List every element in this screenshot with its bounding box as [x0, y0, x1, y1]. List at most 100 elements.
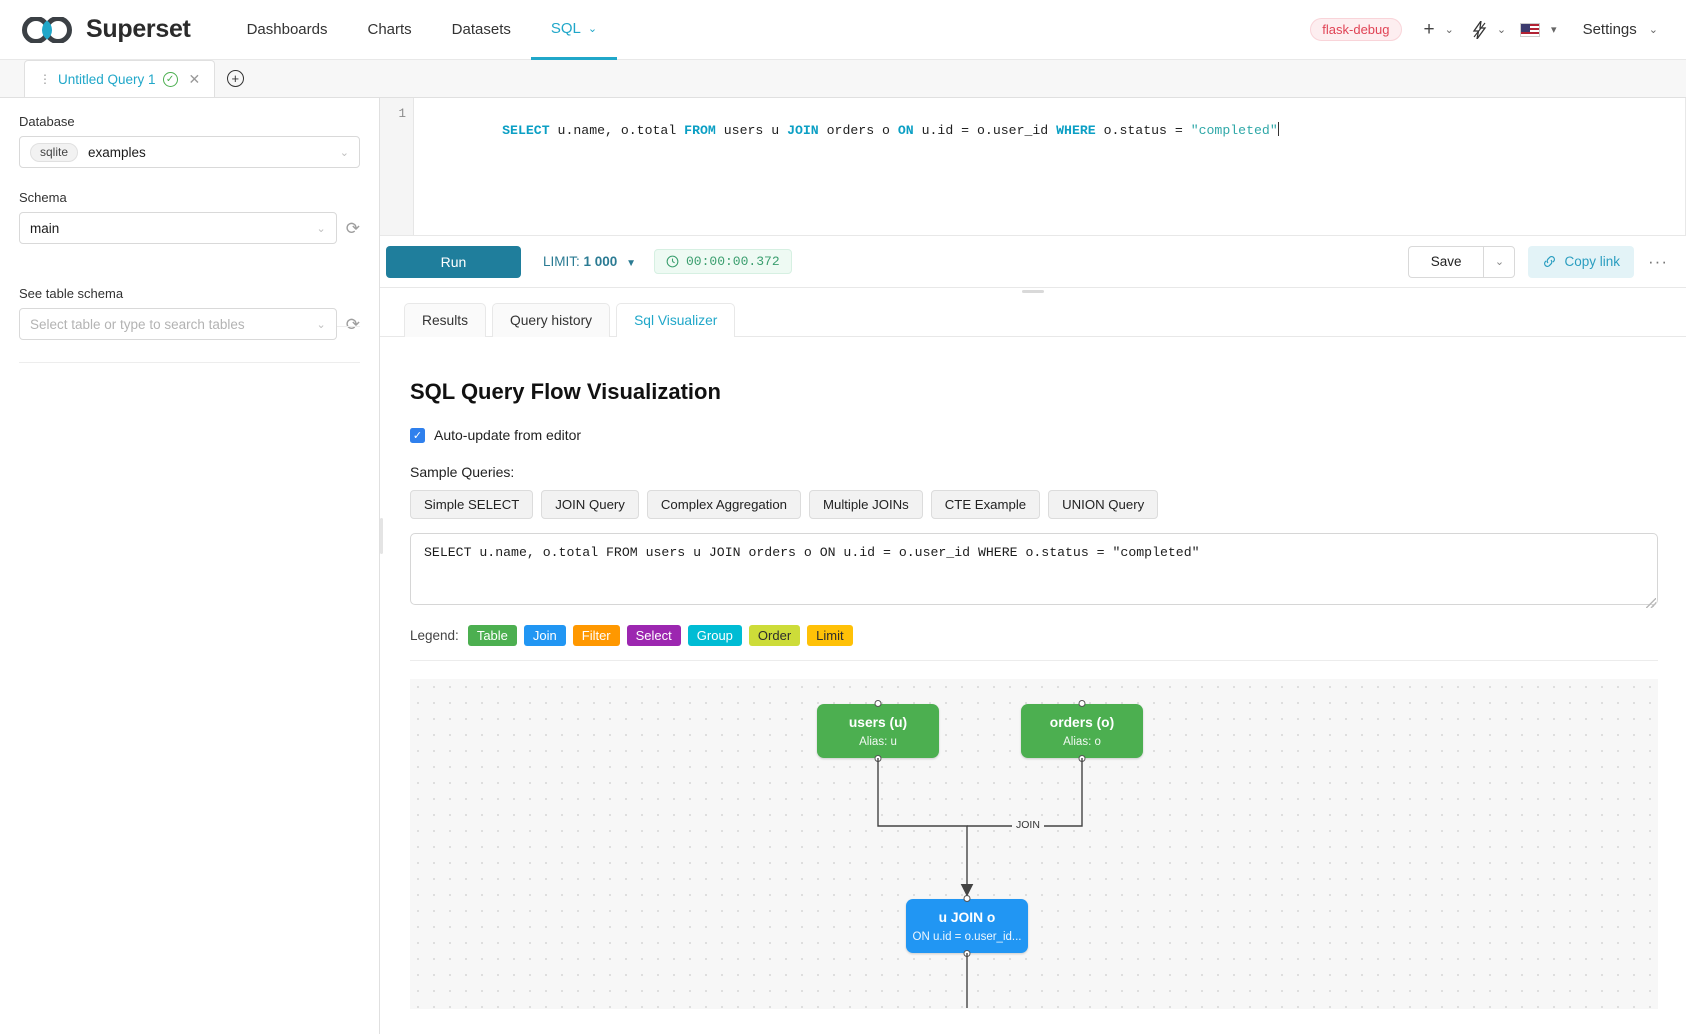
code-token: u.id = o.user_id — [913, 123, 1057, 138]
sample-query-button-5[interactable]: UNION Query — [1048, 490, 1159, 519]
brand-logo-area[interactable]: Superset — [0, 15, 191, 44]
copy-link-button[interactable]: Copy link — [1528, 245, 1635, 278]
bolt-chevron-down-icon[interactable]: ⌄ — [1496, 24, 1507, 36]
plus-chevron-down-icon[interactable]: ⌄ — [1444, 24, 1454, 36]
drag-handle-icon[interactable]: ⋮ — [39, 72, 51, 86]
schema-select[interactable]: main ⌄ — [19, 212, 337, 244]
query-tab-untitled-query-1[interactable]: ⋮ Untitled Query 1 ✓ ✕ — [24, 60, 216, 97]
sql-textarea-wrap — [410, 519, 1658, 610]
editor-resize-handle[interactable] — [1022, 290, 1044, 293]
nav-link-dashboards[interactable]: Dashboards — [246, 21, 328, 38]
schema-label: Schema — [19, 190, 67, 205]
editor-toolbar: Run LIMIT: 1 000 ▼ 00:00:00.372 Save — [380, 236, 1686, 293]
chevron-down-icon: ▼ — [626, 258, 636, 269]
chevron-down-icon: ⌄ — [316, 222, 326, 235]
flow-node-users[interactable]: users (u) Alias: u — [817, 700, 939, 762]
node-handle-top[interactable] — [1078, 700, 1086, 707]
node-title: u JOIN o — [938, 909, 996, 925]
tab-sql-visualizer[interactable]: Sql Visualizer — [616, 303, 736, 337]
schema-value: main — [30, 220, 60, 236]
nav-link-datasets[interactable]: Datasets — [451, 21, 511, 38]
body-split: Database sqlite examples ⌄ Schema main ⌄… — [0, 98, 1686, 1034]
database-value: examples — [88, 144, 146, 160]
code-token: u.name, o.total — [549, 123, 685, 138]
code-token: WHERE — [1056, 123, 1096, 138]
node-title: orders (o) — [1049, 714, 1115, 730]
query-tab-bar: ⋮ Untitled Query 1 ✓ ✕ + — [0, 60, 1686, 98]
link-icon — [1544, 256, 1556, 267]
close-icon[interactable]: ✕ — [188, 70, 201, 87]
bolt-icon[interactable] — [1468, 20, 1491, 39]
more-options-icon[interactable]: ··· — [1648, 251, 1668, 271]
tab-results[interactable]: Results — [404, 303, 487, 337]
brand-text: Superset — [86, 15, 191, 43]
settings-menu[interactable]: Settings — [1582, 21, 1637, 38]
sql-editor[interactable]: 1 SELECT u.name, o.total FROM users u JO… — [380, 98, 1686, 236]
panel-resize-handle[interactable] — [380, 518, 383, 554]
database-label: Database — [19, 114, 75, 129]
save-button[interactable]: Save — [1407, 245, 1484, 278]
editor-gutter: 1 — [380, 98, 414, 235]
code-token: "completed" — [1190, 123, 1278, 138]
save-chevron-down-icon[interactable]: ⌄ — [1483, 245, 1516, 278]
node-title: users (u) — [848, 714, 908, 730]
textarea-resize-grip[interactable] — [1646, 598, 1656, 608]
run-button[interactable]: Run — [386, 245, 521, 278]
legend-badge-table: Table — [467, 625, 517, 646]
plus-icon[interactable]: + — [1423, 18, 1435, 40]
us-flag-icon[interactable] — [1520, 22, 1541, 37]
table-placeholder: Select table or type to search tables — [30, 316, 245, 332]
flask-debug-badge: flask-debug — [1310, 18, 1402, 41]
sample-query-button-1[interactable]: JOIN Query — [541, 490, 639, 519]
chevron-down-icon: ⌄ — [339, 146, 349, 159]
left-config-panel: Database sqlite examples ⌄ Schema main ⌄… — [0, 98, 383, 1034]
limit-dropdown[interactable]: LIMIT: 1 000 ▼ — [543, 254, 636, 269]
sample-queries-label: Sample Queries: — [410, 464, 515, 480]
query-timer: 00:00:00.372 — [654, 249, 792, 274]
superset-logo-icon — [22, 16, 72, 43]
lang-chevron-down-icon[interactable]: ▾ — [1551, 24, 1557, 36]
nav-link-charts[interactable]: Charts — [367, 21, 412, 38]
flow-edge — [877, 758, 974, 897]
refresh-schema-icon[interactable]: ⟳ — [345, 218, 360, 238]
auto-update-label: Auto-update from editor — [434, 427, 582, 443]
legend-badge-join: Join — [523, 625, 566, 646]
editor-code-line[interactable]: SELECT u.name, o.total FROM users u JOIN… — [414, 98, 1685, 235]
sample-query-button-4[interactable]: CTE Example — [930, 490, 1041, 519]
code-token: o.status = — [1095, 123, 1191, 138]
legend-label: Legend: — [410, 628, 459, 643]
code-token: FROM — [684, 123, 716, 138]
auto-update-checkbox[interactable]: ✓ — [410, 427, 425, 443]
result-tab-bar: Results Query history Sql Visualizer — [380, 288, 1686, 337]
tab-query-history[interactable]: Query history — [492, 303, 611, 337]
chevron-down-icon: ⌄ — [316, 318, 326, 331]
sample-query-button-0[interactable]: Simple SELECT — [410, 490, 534, 519]
code-token: JOIN — [787, 123, 819, 138]
schema-row: main ⌄ ⟳ — [19, 212, 360, 244]
flow-edge — [967, 758, 1083, 827]
nav-link-sql[interactable]: SQL ⌄ — [530, 0, 618, 60]
page-title: SQL Query Flow Visualization — [410, 379, 721, 404]
flow-edges — [877, 758, 1083, 1008]
sample-query-button-2[interactable]: Complex Aggregation — [646, 490, 801, 519]
auto-update-row[interactable]: ✓ Auto-update from editor — [410, 427, 1658, 443]
table-select[interactable]: Select table or type to search tables ⌄ — [19, 308, 337, 340]
sample-query-button-3[interactable]: Multiple JOINs — [809, 490, 923, 519]
top-navbar: Superset Dashboards Charts Datasets SQL … — [0, 0, 1686, 60]
legend-badge-order: Order — [748, 625, 801, 646]
refresh-tables-icon[interactable]: ⟳ — [345, 314, 360, 334]
node-subtitle: Alias: o — [1063, 735, 1101, 748]
code-token: SELECT — [502, 123, 550, 138]
node-subtitle: Alias: u — [859, 735, 897, 748]
add-query-tab-button[interactable]: + — [215, 60, 255, 97]
copy-link-label: Copy link — [1564, 254, 1621, 269]
sql-input-textarea[interactable] — [410, 533, 1658, 605]
flow-canvas[interactable]: users (u) Alias: u orders (o) Alias: o u JOI… — [410, 679, 1658, 1009]
database-select[interactable]: sqlite examples ⌄ — [19, 136, 360, 168]
node-handle-top[interactable] — [874, 700, 882, 707]
settings-chevron-down-icon[interactable]: ⌄ — [1648, 24, 1658, 36]
